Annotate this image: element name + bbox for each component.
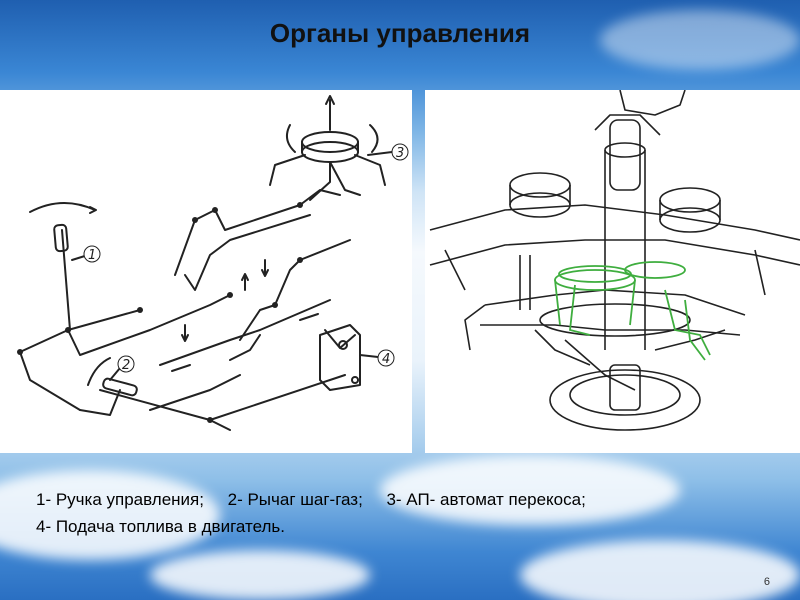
legend-caption: 1- Ручка управления; 2- Рычаг шаг-газ; 3… bbox=[36, 486, 586, 540]
diagram-label-4: 4 bbox=[382, 352, 390, 367]
legend-item-1: 1- Ручка управления; bbox=[36, 490, 204, 509]
cloud-decoration bbox=[0, 470, 220, 560]
control-linkage-diagram: 1 2 3 4 bbox=[0, 90, 412, 453]
slide-title: Органы управления bbox=[269, 18, 531, 48]
swashplate-assembly-diagram bbox=[425, 90, 800, 453]
cloud-decoration bbox=[150, 550, 370, 600]
diagram-label-3: 3 bbox=[396, 146, 404, 161]
cloud-decoration bbox=[380, 455, 680, 525]
legend-item-4: 4- Подача топлива в двигатель. bbox=[36, 517, 285, 536]
diagram-label-1: 1 bbox=[88, 248, 96, 263]
page-number: 6 bbox=[763, 576, 770, 588]
legend-item-2: 2- Рычаг шаг-газ; bbox=[227, 490, 363, 509]
legend-item-3: 3- АП- автомат перекоса; bbox=[386, 490, 586, 509]
cloud-decoration bbox=[600, 10, 800, 70]
cloud-decoration bbox=[520, 540, 800, 600]
diagram-label-2: 2 bbox=[122, 358, 130, 373]
